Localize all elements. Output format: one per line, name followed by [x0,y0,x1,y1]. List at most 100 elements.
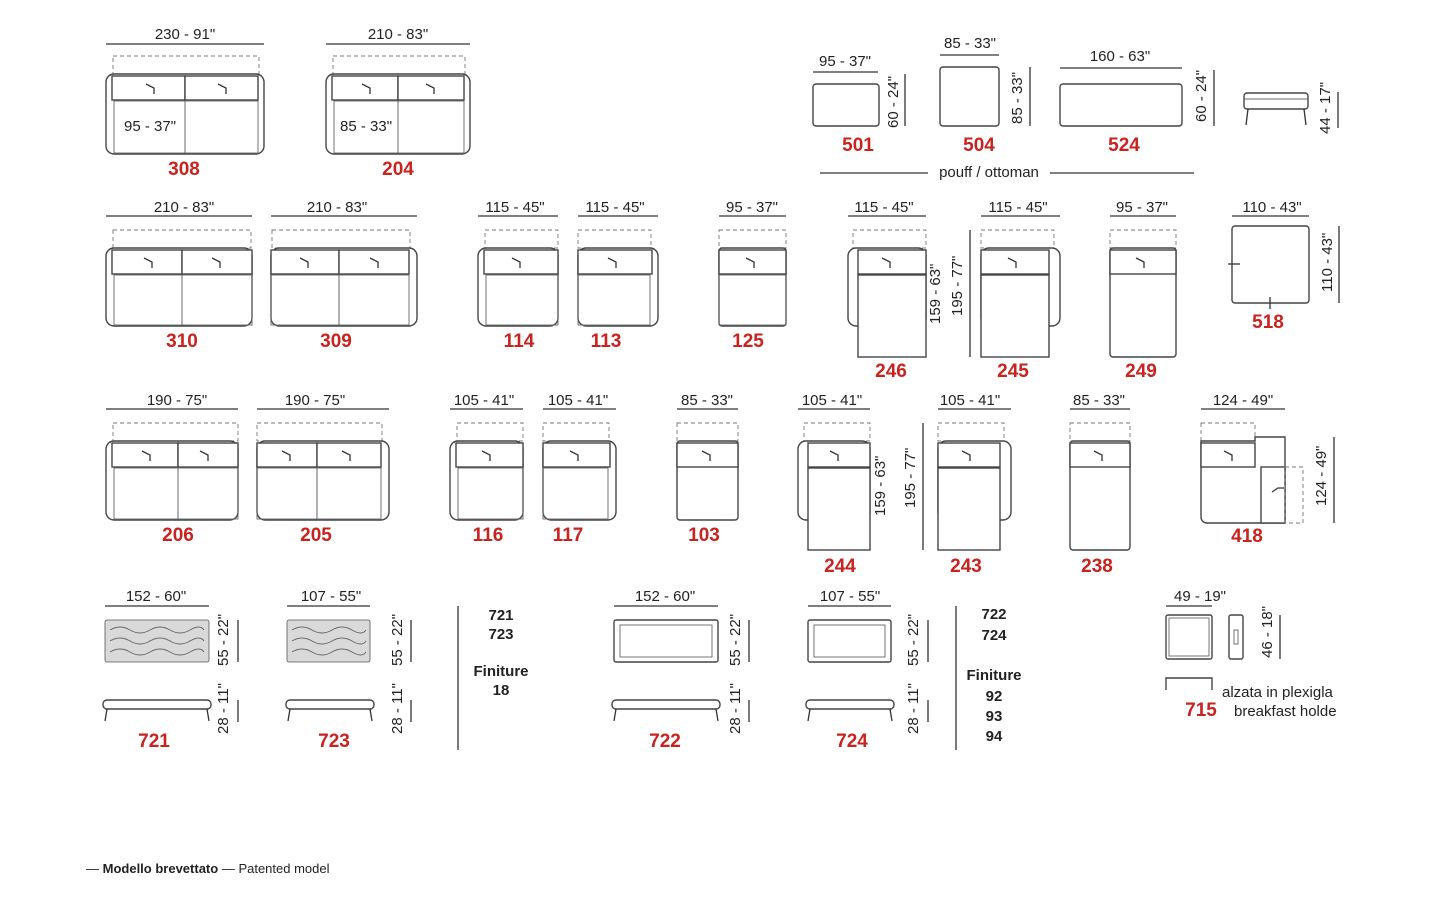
module-206: 190 - 75" 206 [105,392,239,546]
model-code: 243 [950,556,982,577]
model-code: 310 [166,331,198,352]
model-code: 723 [318,731,350,752]
model-code: 245 [997,361,1029,382]
width-label: 95 - 37" [726,199,778,216]
table-724: 107 - 55" 55 - 22" 28 - 11" 724 [805,588,929,752]
module-418: 124 - 49" 124 - 49" 418 [1200,392,1335,547]
width-label: 115 - 45" [585,199,644,216]
module-204: 210 - 83" 85 - 33" 204 [325,26,471,180]
depth-label: 55 - 22" [389,614,406,666]
model-code: 116 [473,525,504,546]
finish-value-2: 93 [986,708,1003,725]
width-label: 190 - 75" [147,392,207,409]
module-243: 105 - 41" 243 [937,392,1012,577]
height-label: 28 - 11" [727,683,744,734]
width-label: 210 - 83" [154,199,214,216]
width-label: 85 - 33" [944,35,996,52]
width-label: 105 - 41" [454,392,514,409]
width-label: 105 - 41" [940,392,1000,409]
model-code: 117 [553,525,584,546]
model-code: 518 [1252,312,1284,333]
model-code: 308 [168,159,200,180]
model-code: 206 [162,525,194,546]
module-308: 230 - 91" 95 - 37" 308 [105,26,265,180]
width-label: 230 - 91" [155,26,215,43]
finish-group-1: 721 723 Finiture 18 [457,606,529,750]
group-code-2: 723 [488,626,513,643]
depth-label-long: 195 - 77" [949,256,966,316]
pouf-524: 160 - 63" 60 - 24" 524 [1059,48,1215,156]
depth-label: 85 - 33" [1009,72,1026,124]
width-label: 95 - 37" [1116,199,1168,216]
description-line-1: alzata in plexigla [1222,684,1334,701]
finish-label: Finiture [967,667,1022,684]
module-518: 110 - 43" 110 - 43" 518 [1228,199,1340,333]
width-label: 107 - 55" [820,588,880,605]
group-code-2: 724 [981,627,1007,644]
table-722: 152 - 60" 55 - 22" 28 - 11" 722 [611,588,750,752]
finish-value: 18 [493,682,510,699]
model-code: 724 [836,731,868,752]
module-113: 115 - 45" 113 [577,199,659,352]
model-code: 309 [320,331,352,352]
model-code: 113 [591,331,622,352]
model-code: 418 [1231,526,1263,547]
model-code: 501 [842,135,874,156]
width-label: 124 - 49" [1213,392,1273,409]
width-label: 105 - 41" [802,392,862,409]
model-code: 205 [300,525,332,546]
width-label: 85 - 33" [1073,392,1125,409]
width-label: 190 - 75" [285,392,345,409]
module-246: 115 - 45" 159 - 63" 195 - 77" 246 [847,199,971,382]
finish-group-2: 722 724 Finiture 92 93 94 [955,606,1022,750]
module-310: 210 - 83" 310 [105,199,253,352]
model-code: 722 [649,731,681,752]
width-label: 110 - 43" [1242,199,1301,216]
model-code: 715 [1185,700,1217,721]
model-code: 204 [382,159,414,180]
width-label: 107 - 55" [301,588,361,605]
height-label: 44 - 17" [1317,82,1334,134]
group-code-1: 721 [488,607,513,624]
width-label: 95 - 37" [819,53,871,70]
module-205: 190 - 75" 205 [256,392,390,546]
breakfast-holder-715: 49 - 19" 46 - 18" 715 alzata in plexigla… [1165,588,1337,721]
model-code: 524 [1108,135,1140,156]
pouf-caption: pouff / ottoman [820,163,1194,181]
height-label: 28 - 11" [905,683,922,734]
module-117: 105 - 41" 117 [542,392,617,546]
height-label: 46 - 18" [1259,606,1276,658]
width-label: 115 - 45" [854,199,913,216]
depth-label-short: 159 - 63" [927,264,944,324]
depth-label: 55 - 22" [905,614,922,666]
width-label: 115 - 45" [988,199,1047,216]
table-723: 107 - 55" 55 - 22" 28 - 11" 723 [285,588,412,752]
model-code: 125 [732,331,764,352]
depth-label: 110 - 43" [1319,233,1336,292]
depth-label-short: 159 - 63" [872,456,889,516]
pouf-504: 85 - 33" 85 - 33" 504 [939,35,1031,156]
depth-label: 60 - 24" [885,76,902,128]
width-label: 210 - 83" [307,199,367,216]
depth-label: 55 - 22" [727,614,744,666]
width-label: 105 - 41" [548,392,608,409]
module-114: 115 - 45" 114 [477,199,559,352]
module-245: 115 - 45" 245 [980,199,1061,382]
pouf-501: 95 - 37" 60 - 24" 501 [812,53,906,156]
height-label: 28 - 11" [215,683,232,734]
module-125: 95 - 37" 125 [718,199,787,352]
depth-label-long: 195 - 77" [902,448,919,508]
model-code: 114 [504,331,535,352]
depth-label: 55 - 22" [215,614,232,666]
module-249: 95 - 37" 249 [1109,199,1177,382]
model-code: 246 [875,361,907,382]
model-code: 249 [1125,361,1157,382]
model-code: 238 [1081,556,1113,577]
footer-normal: Patented model [238,861,330,876]
footer-note: — Modello brevettato — Patented model [86,861,330,876]
model-code: 244 [824,556,856,577]
width-label: 210 - 83" [368,26,428,43]
width-label: 160 - 63" [1090,48,1150,65]
module-309: 210 - 83" 309 [270,199,418,352]
